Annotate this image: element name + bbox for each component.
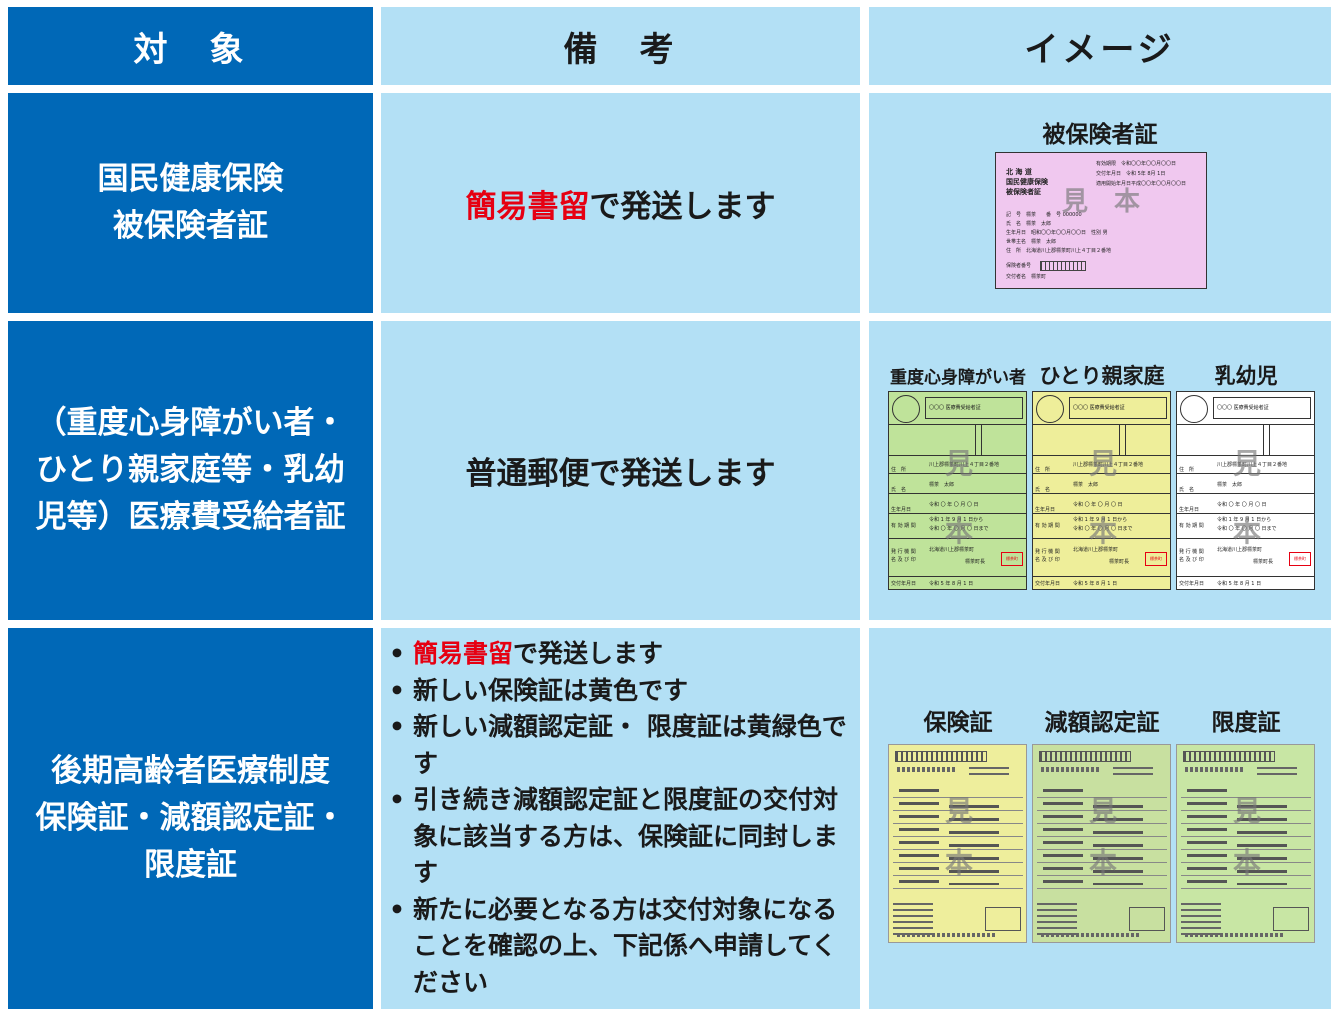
watermark-hon: 本 (945, 515, 974, 548)
card-field-text: 標茶町長 (965, 559, 986, 565)
card-header-text: 〇〇〇 医療費受給者証 (1073, 405, 1125, 411)
card-field-text: 氏 名 (891, 487, 907, 493)
card-field-text: 令和 〇 年 〇 月 〇 日まで (1217, 526, 1277, 532)
card-field-text: 令和 〇 年 〇 月 〇 日 (1073, 502, 1123, 508)
row3-image-cell: 保険証 減額認定証 限度証 見 本 見 本 (869, 628, 1331, 1009)
card-field-text: 北海道川上郡標茶町 (1073, 547, 1119, 553)
row2-remarks: 普通郵便で発送します (381, 321, 860, 620)
watermark-hon: 本 (945, 846, 974, 879)
card-field-text: 標茶 太郎 (929, 482, 955, 488)
card-field-text: 川上郡標茶町川上４丁目２番地 (1073, 462, 1144, 468)
watermark-ken: 見 (1062, 187, 1089, 217)
list-item: 新しい保険証は黄色です (383, 673, 856, 710)
limit-cert-card: 見 本 (1176, 744, 1315, 943)
card-field-text: 有 効 期 間 (1179, 523, 1204, 529)
card-field-text: 標茶 太郎 (1073, 482, 1099, 488)
watermark-ken: 見 (1089, 794, 1118, 827)
card-header-text: 〇〇〇 医療費受給者証 (1217, 405, 1269, 411)
watermark-hon: 本 (1233, 515, 1262, 548)
watermark-ken: 見 (945, 447, 974, 480)
infant-card: 〇〇〇 医療費受給者証 住 所 氏 名 生年月日 川上郡標茶町川上４丁目２番地 … (1176, 391, 1315, 590)
single-parent-title: ひとり親家庭 (1039, 364, 1165, 388)
insurance-card: 見 本 (888, 744, 1027, 943)
card-field-text: 氏 名 (1179, 487, 1195, 493)
card-field-text: 標茶 太郎 (1217, 482, 1243, 488)
card-field-text: 川上郡標茶町川上４丁目２番地 (1217, 462, 1288, 468)
reduction-cert-title: 減額認定証 (1044, 710, 1160, 736)
header-target: 対 象 (8, 7, 373, 85)
card-field-text: 北海道川上郡標茶町 (929, 547, 975, 553)
card-field-text: 生年月日 (1035, 507, 1056, 513)
card-field-text: 交付年月日 (891, 581, 917, 587)
card-field-text: 令和 1 年 9 月 1 日から (1073, 517, 1128, 523)
watermark-ken: 見 (1089, 447, 1118, 480)
severe-disability-card: 〇〇〇 医療費受給者証 住 所 氏 名 生年月日 川上郡標茶町川上４丁目２番地 … (888, 391, 1027, 590)
row3-target-label: 後期高齢者医療制度 保険証・減額認定証・ 限度証 (8, 628, 373, 1009)
watermark-ken: 見 (1233, 794, 1262, 827)
card-field-text: 発 行 機 関 名 及 び 印 (891, 549, 916, 563)
seal-stamp: 標茶町 (1145, 552, 1167, 566)
row1-target-label: 国民健康保険 被保険者証 (8, 93, 373, 313)
card-field-text: 令和 1 年 9 月 1 日から (1217, 517, 1272, 523)
insurance-card-title: 被保険者証 (1042, 122, 1158, 148)
watermark-hon: 本 (1233, 846, 1262, 879)
row1-remarks: 簡易書留で発送します (381, 93, 860, 313)
limit-cert-title: 限度証 (1211, 710, 1281, 736)
card-field-text: 発 行 機 関 名 及 び 印 (1035, 549, 1060, 563)
insurance-title: 保険証 (923, 710, 993, 736)
card-field-text: 氏 名 (1035, 487, 1051, 493)
watermark-hon: 本 (1114, 187, 1141, 217)
card-field-text: 有 効 期 間 (1035, 523, 1060, 529)
card-field-text: 住 所 (1179, 467, 1195, 473)
card-field-text: 令和 〇 年 〇 月 〇 日 (1217, 502, 1267, 508)
seal-stamp: 標茶町 (1001, 552, 1023, 566)
card-field-text: 生年月日 (1179, 507, 1200, 513)
card-field-text: 住 所 (1035, 467, 1051, 473)
card-field-text: 生年月日 (891, 507, 912, 513)
row3-remarks: 簡易書留で発送します 新しい保険証は黄色です 新しい減額認定証・ 限度証は黄緑色… (381, 628, 860, 1009)
single-parent-card: 〇〇〇 医療費受給者証 住 所 氏 名 生年月日 川上郡標茶町川上４丁目２番地 … (1032, 391, 1171, 590)
insurance-card-sample: 北 海 道 国民健康保険 被保険者証 有効期限 令和〇〇年〇〇月〇〇日 交付年月… (995, 152, 1207, 289)
list-item: 新しい減額認定証・ 限度証は黄緑色です (383, 709, 856, 782)
highlight-registered-mail: 簡易書留 (465, 188, 590, 225)
header-image: イメージ (869, 7, 1331, 85)
seal-stamp: 標茶町 (1289, 552, 1311, 566)
card-field-text: 令和 〇 年 〇 月 〇 日まで (929, 526, 989, 532)
header-remarks: 備 考 (381, 7, 860, 85)
remarks-list: 簡易書留で発送します 新しい保険証は黄色です 新しい減額認定証・ 限度証は黄緑色… (383, 636, 856, 1001)
card-field-text: 令和 1 年 9 月 1 日から (929, 517, 984, 523)
row2-target-label: （重度心身障がい者・ ひとり親家庭等・乳幼 児等）医療費受給者証 (8, 321, 373, 620)
card-field-text: 令和 5 年 8 月 1 日 (1073, 581, 1118, 587)
card-field-text: 有 効 期 間 (891, 523, 916, 529)
row1-image-cell: 被保険者証 北 海 道 国民健康保険 被保険者証 有効期限 令和〇〇年〇〇月〇〇… (869, 93, 1331, 313)
card-field-text: 令和 〇 年 〇 月 〇 日まで (1073, 526, 1133, 532)
watermark-hon: 本 (1089, 846, 1118, 879)
card-field-text: 住 所 (891, 467, 907, 473)
watermark-ken: 見 (1233, 447, 1262, 480)
list-item: 新たに必要となる方は交付対象になることを確認の上、下記係へ申請してください (383, 892, 856, 1002)
card-field-text: 川上郡標茶町川上４丁目２番地 (929, 462, 1000, 468)
card-field-text: 令和 5 年 8 月 1 日 (929, 581, 974, 587)
reduction-cert-card: 見 本 (1032, 744, 1171, 943)
card-field-text: 令和 〇 年 〇 月 〇 日 (929, 502, 979, 508)
card-field-text: 交付年月日 (1179, 581, 1205, 587)
severe-disability-title: 重度心身障がい者 (890, 368, 1026, 388)
row2-image-cell: 重度心身障がい者 ひとり親家庭 乳幼児 〇〇〇 医療費受給者証 住 所 氏 名 … (869, 321, 1331, 620)
infant-title: 乳幼児 (1214, 364, 1278, 388)
card-field-text: 交付年月日 (1035, 581, 1061, 587)
card-field-text: 標茶町長 (1109, 559, 1130, 565)
card-field-text: 北海道川上郡標茶町 (1217, 547, 1263, 553)
list-item: 簡易書留で発送します (383, 636, 856, 673)
watermark-hon: 本 (1089, 515, 1118, 548)
card-field-text: 標茶町長 (1253, 559, 1274, 565)
card-field-text: 発 行 機 関 名 及 び 印 (1179, 549, 1204, 563)
card-field-text: 令和 5 年 8 月 1 日 (1217, 581, 1262, 587)
watermark-ken: 見 (945, 794, 974, 827)
list-item: 引き続き減額認定証と限度証の交付対象に該当する方は、保険証に同封します (383, 782, 856, 892)
card-header-text: 〇〇〇 医療費受給者証 (929, 405, 981, 411)
